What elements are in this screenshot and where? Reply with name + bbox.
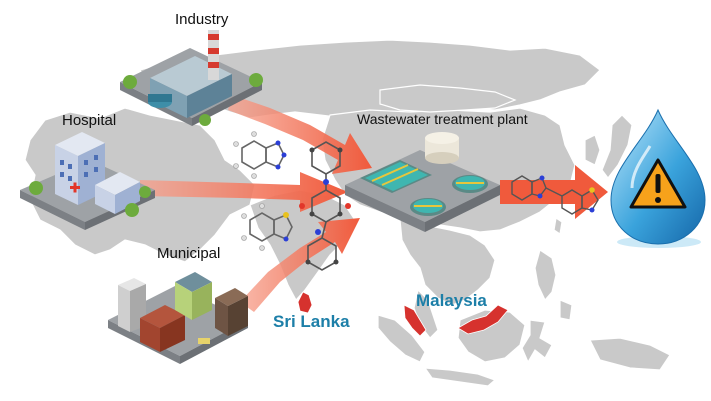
hospital-label: Hospital <box>62 112 117 129</box>
malaysia-label: Malaysia <box>416 291 487 310</box>
treatment-plant-illustration <box>345 132 500 232</box>
arrow-industry-to-plant <box>228 95 372 174</box>
molecule-benzotriazole <box>233 131 287 179</box>
sri-lanka-label: Sri Lanka <box>273 312 350 331</box>
arrow-hospital-to-plant <box>140 172 348 212</box>
hospital-illustration <box>20 132 155 230</box>
contaminated-water-drop <box>610 108 706 248</box>
molecule-output <box>511 175 599 215</box>
molecule-large-pharmaceutical <box>299 141 351 271</box>
municipal-label: Municipal <box>157 245 221 262</box>
municipal-illustration <box>108 272 248 364</box>
molecule-benzothiazole <box>241 203 293 251</box>
exclamation-warning-icon <box>629 158 687 209</box>
plant-label: Wastewater treatment plant <box>357 111 528 127</box>
malaysia-highlight <box>403 304 509 337</box>
industry-illustration <box>120 30 263 126</box>
arrow-municipal-to-plant <box>240 218 360 312</box>
industry-label: Industry <box>175 11 229 28</box>
sri-lanka-highlight <box>297 291 313 314</box>
